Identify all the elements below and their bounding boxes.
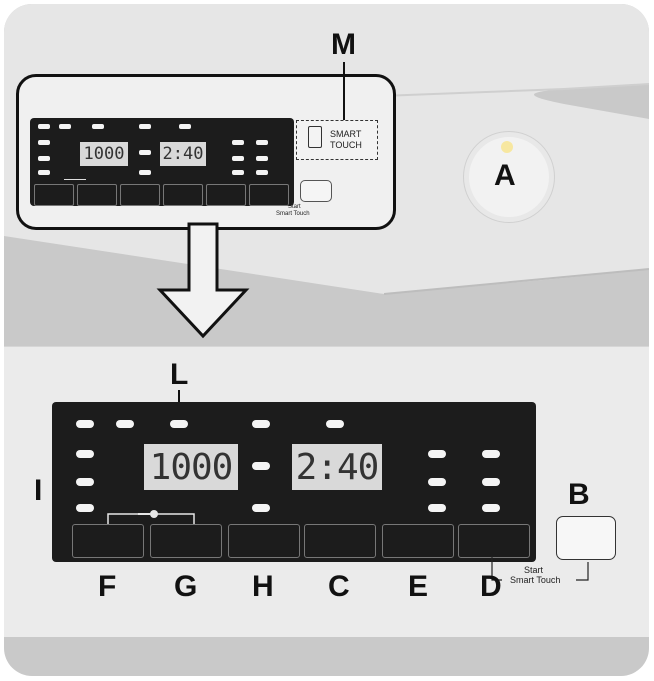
indicator-lamp: [482, 478, 500, 486]
indicator-lamp: [76, 478, 94, 486]
small-indicator: [38, 124, 50, 129]
small-button-4[interactable]: [163, 184, 203, 206]
small-button-3[interactable]: [120, 184, 160, 206]
small-key-icon-line: [64, 179, 86, 180]
small-indicator: [92, 124, 104, 129]
indicator-lamp: [252, 462, 270, 470]
small-button-2[interactable]: [77, 184, 117, 206]
machine-overview: A M 1000 2:40 Start Smart Touch: [4, 4, 649, 339]
callout-D: D: [480, 570, 502, 603]
small-indicator: [59, 124, 71, 129]
indicator-lamp: [252, 420, 270, 428]
small-indicator: [139, 150, 151, 155]
callout-G: G: [174, 570, 198, 603]
small-caption-line1: Start: [288, 204, 301, 210]
callout-F: F: [98, 570, 117, 603]
power-dial[interactable]: [464, 132, 554, 222]
small-indicator: [232, 156, 244, 161]
button-C[interactable]: [304, 524, 376, 558]
button-D[interactable]: [458, 524, 530, 558]
callout-B: B: [568, 478, 590, 511]
small-indicator: [232, 140, 244, 145]
small-indicator: [179, 124, 191, 129]
spin-speed-display: 1000: [144, 444, 238, 490]
dial-indicator: [501, 141, 513, 153]
small-indicator: [38, 170, 50, 175]
diagram-frame: A M 1000 2:40 Start Smart Touch: [4, 4, 649, 676]
callout-M: M: [331, 28, 356, 61]
indicator-lamp: [482, 504, 500, 512]
small-indicator: [256, 156, 268, 161]
indicator-lamp: [116, 420, 134, 428]
small-start-button[interactable]: [300, 180, 332, 202]
child-lock-key-icon: [107, 510, 195, 524]
button-H[interactable]: [228, 524, 300, 558]
callout-C: C: [328, 570, 350, 603]
smart-touch-badge: [296, 120, 378, 160]
indicator-lamp: [76, 420, 94, 428]
indicator-lamp: [482, 450, 500, 458]
small-indicator: [38, 140, 50, 145]
start-smart-touch-button[interactable]: [556, 516, 616, 560]
small-button-6[interactable]: [249, 184, 289, 206]
small-time-display: 2:40: [160, 142, 206, 166]
small-indicator: [38, 156, 50, 161]
callout-E: E: [408, 570, 429, 603]
button-E[interactable]: [382, 524, 454, 558]
start-caption-line1: Start: [524, 565, 544, 575]
indicator-lamp: [76, 450, 94, 458]
small-indicator: [139, 170, 151, 175]
callout-I: I: [34, 474, 43, 507]
start-caption-line2: Smart Touch: [510, 575, 561, 585]
smart-touch-line2: TOUCH: [330, 140, 362, 150]
button-G[interactable]: [150, 524, 222, 558]
smart-touch-line1: SMART: [330, 129, 362, 139]
callout-A: A: [494, 159, 516, 192]
button-F[interactable]: [72, 524, 144, 558]
small-caption-line2: Smart Touch: [276, 211, 310, 217]
small-indicator: [256, 140, 268, 145]
indicator-lamp: [170, 420, 188, 428]
zoom-arrow-icon: [156, 222, 250, 339]
indicator-lamp: [76, 504, 94, 512]
indicator-lamp: [428, 478, 446, 486]
callout-L-line: [178, 390, 180, 406]
callout-M-line: [343, 62, 345, 122]
indicator-lamp: [326, 420, 344, 428]
small-indicator: [232, 170, 244, 175]
small-button-1[interactable]: [34, 184, 74, 206]
small-indicator: [256, 170, 268, 175]
time-display: 2:40: [292, 444, 382, 490]
nfc-phone-icon: [308, 126, 322, 148]
start-caption-bracket: [491, 556, 589, 581]
indicator-lamp: [252, 504, 270, 512]
callout-H: H: [252, 570, 274, 603]
small-speed-display: 1000: [80, 142, 128, 166]
indicator-lamp: [428, 504, 446, 512]
callout-L: L: [170, 358, 189, 391]
small-indicator: [139, 124, 151, 129]
indicator-lamp: [428, 450, 446, 458]
small-button-5[interactable]: [206, 184, 246, 206]
